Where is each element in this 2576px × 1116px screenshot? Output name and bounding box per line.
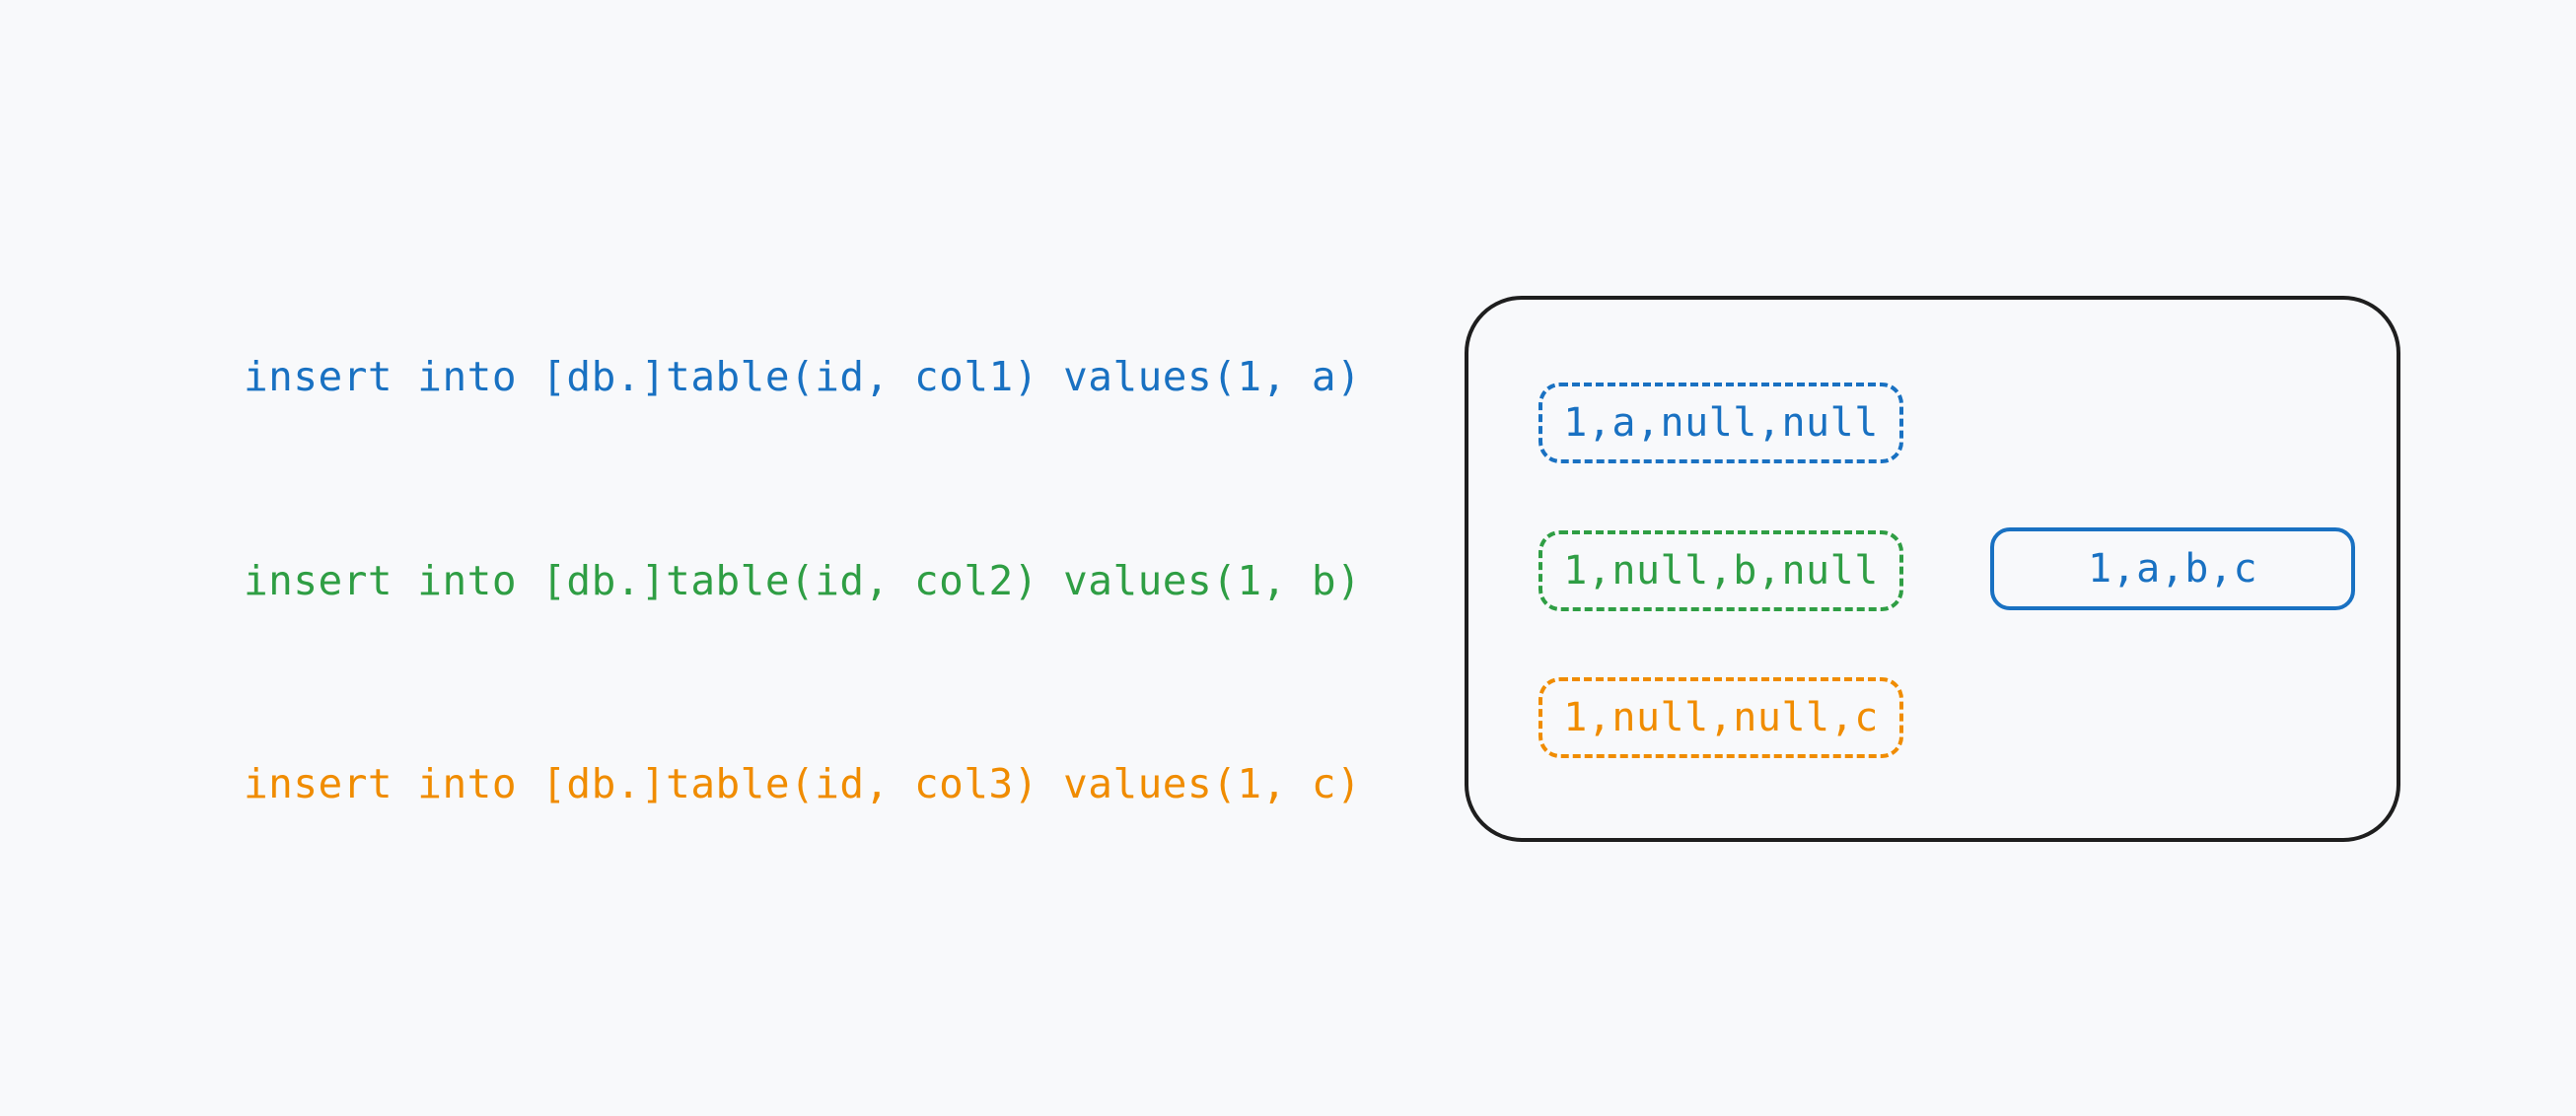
partial-row-col3: 1,null,null,c [1538,677,1903,758]
partial-row-col1: 1,a,null,null [1538,383,1903,463]
insert-statement-col1: insert into [db.]table(id, col1) values(… [244,353,1362,400]
partial-row-col1-text: 1,a,null,null [1563,400,1879,446]
partial-row-col3-text: 1,null,null,c [1563,695,1879,740]
partial-row-col2: 1,null,b,null [1538,530,1903,611]
merged-row-text: 1,a,b,c [2087,546,2258,592]
insert-statement-col3: insert into [db.]table(id, col3) values(… [244,760,1362,807]
partial-row-col2-text: 1,null,b,null [1563,548,1879,593]
insert-statement-col2: insert into [db.]table(id, col2) values(… [244,557,1362,604]
merged-row: 1,a,b,c [1990,527,2355,610]
table-storage-container [1465,296,2400,842]
